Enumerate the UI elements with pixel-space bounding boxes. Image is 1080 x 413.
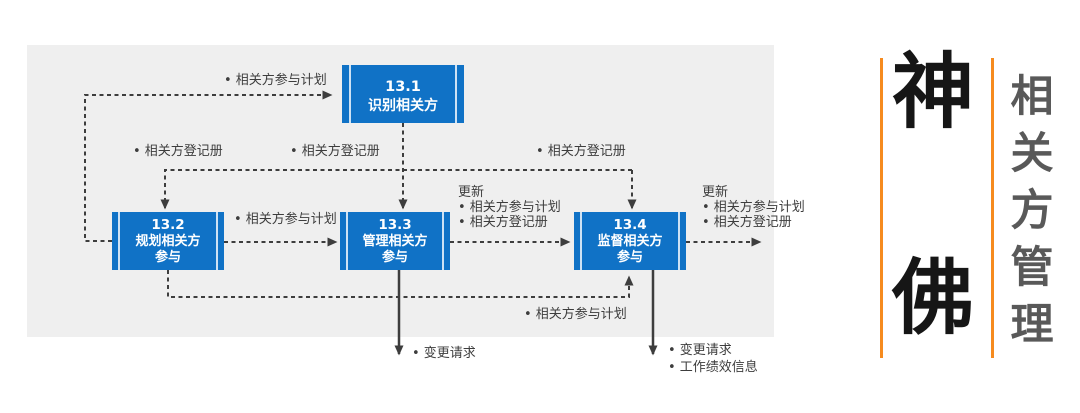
process-id: 13.1 <box>385 79 421 95</box>
brand-char-top: 神 <box>892 45 975 140</box>
label-plan-132-to-133: • 相关方参与计划 <box>234 211 337 227</box>
label-register-right: • 相关方登记册 <box>536 143 626 159</box>
arrow-register-131-to-132 <box>160 169 632 210</box>
svg-text:更新: 更新 <box>458 184 484 200</box>
label-register-mid: • 相关方登记册 <box>290 143 380 159</box>
svg-text:• 相关方登记册: • 相关方登记册 <box>458 214 548 230</box>
process-id: 13.4 <box>613 217 646 233</box>
process-name: 监督相关方 <box>597 233 662 249</box>
brand-vertical-title: 相关方管理 <box>1003 73 1053 358</box>
svg-text:• 相关方参与计划: • 相关方参与计划 <box>702 199 805 215</box>
process-name: 管理相关方 <box>362 233 427 249</box>
process-name: 参与 <box>382 249 408 265</box>
process-name: 参与 <box>155 249 181 265</box>
process-name: 规划相关方 <box>135 233 200 249</box>
process-name: 识别相关方 <box>368 97 438 114</box>
svg-text:• 相关方参与计划: • 相关方参与计划 <box>458 199 561 215</box>
process-box-13-3: 13.3 管理相关方 参与 <box>340 212 450 270</box>
label-update-mid: 更新 • 相关方参与计划 • 相关方登记册 <box>458 184 561 230</box>
arrow-plan-132-to-131 <box>84 90 333 242</box>
brand-accent-line-right <box>991 58 994 358</box>
label-change-request-133: • 变更请求 <box>412 345 476 361</box>
process-box-13-1: 13.1 识别相关方 <box>342 65 464 123</box>
process-id: 13.2 <box>151 217 184 233</box>
label-work-performance-134: • 工作绩效信息 <box>668 359 758 375</box>
brand-accent-line-left <box>880 58 883 358</box>
svg-text:• 相关方登记册: • 相关方登记册 <box>702 214 792 230</box>
label-change-request-134: • 变更请求 <box>668 342 732 358</box>
label-plan-to-131: • 相关方参与计划 <box>224 72 327 88</box>
process-id: 13.3 <box>378 217 411 233</box>
label-plan-to-134: • 相关方参与计划 <box>524 306 627 322</box>
process-box-13-2: 13.2 规划相关方 参与 <box>112 212 224 270</box>
brand-char-bottom: 佛 <box>892 251 975 346</box>
label-update-right: 更新 • 相关方参与计划 • 相关方登记册 <box>702 184 805 230</box>
label-register-left: • 相关方登记册 <box>133 143 223 159</box>
process-name: 参与 <box>617 249 643 265</box>
svg-text:更新: 更新 <box>702 184 728 200</box>
process-box-13-4: 13.4 监督相关方 参与 <box>574 212 686 270</box>
